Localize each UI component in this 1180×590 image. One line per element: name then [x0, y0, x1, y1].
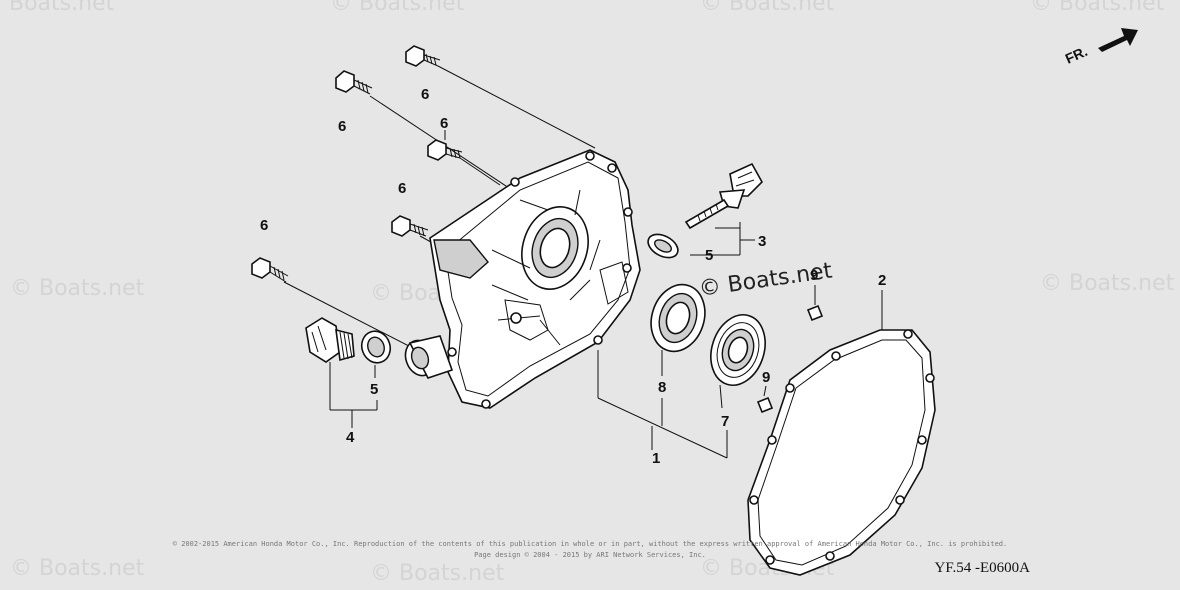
watermark: © Boats.net	[0, 0, 115, 16]
watermark: © Boats.net	[330, 0, 465, 16]
o-ring	[360, 330, 392, 364]
oil-seal	[650, 283, 706, 353]
watermark: © Boats.net	[370, 561, 505, 586]
callout-5: 5	[370, 381, 378, 398]
page-design-notice: Page design © 2004 - 2015 by ARI Network…	[474, 551, 706, 559]
ball-bearing	[710, 314, 766, 386]
callout-labels: 1 2 3 4 5 5 6 6 6 6 6 7 8 9 9	[260, 86, 886, 467]
callout-5: 5	[705, 247, 713, 264]
watermark: © Boats.net	[700, 0, 835, 16]
callout-9: 9	[762, 369, 770, 386]
watermark: © Boats.net	[1030, 0, 1165, 16]
flange-bolts	[251, 45, 463, 283]
callout-4: 4	[346, 429, 355, 446]
watermark: © Boats.net	[1040, 271, 1175, 296]
copyright-notice: © 2002-2015 American Honda Motor Co., In…	[172, 540, 1008, 548]
callout-6: 6	[421, 86, 429, 103]
dowel-pin	[806, 304, 824, 322]
callout-8: 8	[658, 379, 666, 396]
direction-arrow-icon	[1098, 28, 1138, 52]
callout-6: 6	[440, 115, 448, 132]
crankcase-cover	[404, 149, 641, 409]
bolt-part	[427, 139, 463, 161]
bolt-part	[335, 70, 373, 95]
oil-dipstick	[684, 162, 763, 230]
callout-9: 9	[810, 267, 818, 284]
watermark: © Boats.net	[10, 276, 145, 301]
fr-label: FR.	[1063, 43, 1090, 67]
dowel-pin	[756, 396, 774, 414]
diagram-code: YF.54 -E0600A	[935, 560, 1031, 576]
callout-6: 6	[398, 180, 406, 197]
callout-7: 7	[721, 413, 729, 430]
callout-6: 6	[260, 217, 268, 234]
callout-6: 6	[338, 118, 346, 135]
oil-filler-cap	[305, 317, 355, 363]
callout-2: 2	[878, 272, 886, 289]
bolt-part	[251, 257, 289, 283]
watermark: © Boats.net	[10, 556, 145, 581]
cover-gasket	[747, 329, 936, 576]
callout-1: 1	[652, 450, 660, 467]
bolt-part	[405, 45, 441, 67]
callout-3: 3	[758, 233, 766, 250]
o-ring	[647, 233, 679, 259]
front-direction-indicator: FR.	[1063, 28, 1138, 67]
bolt-part	[391, 215, 429, 237]
